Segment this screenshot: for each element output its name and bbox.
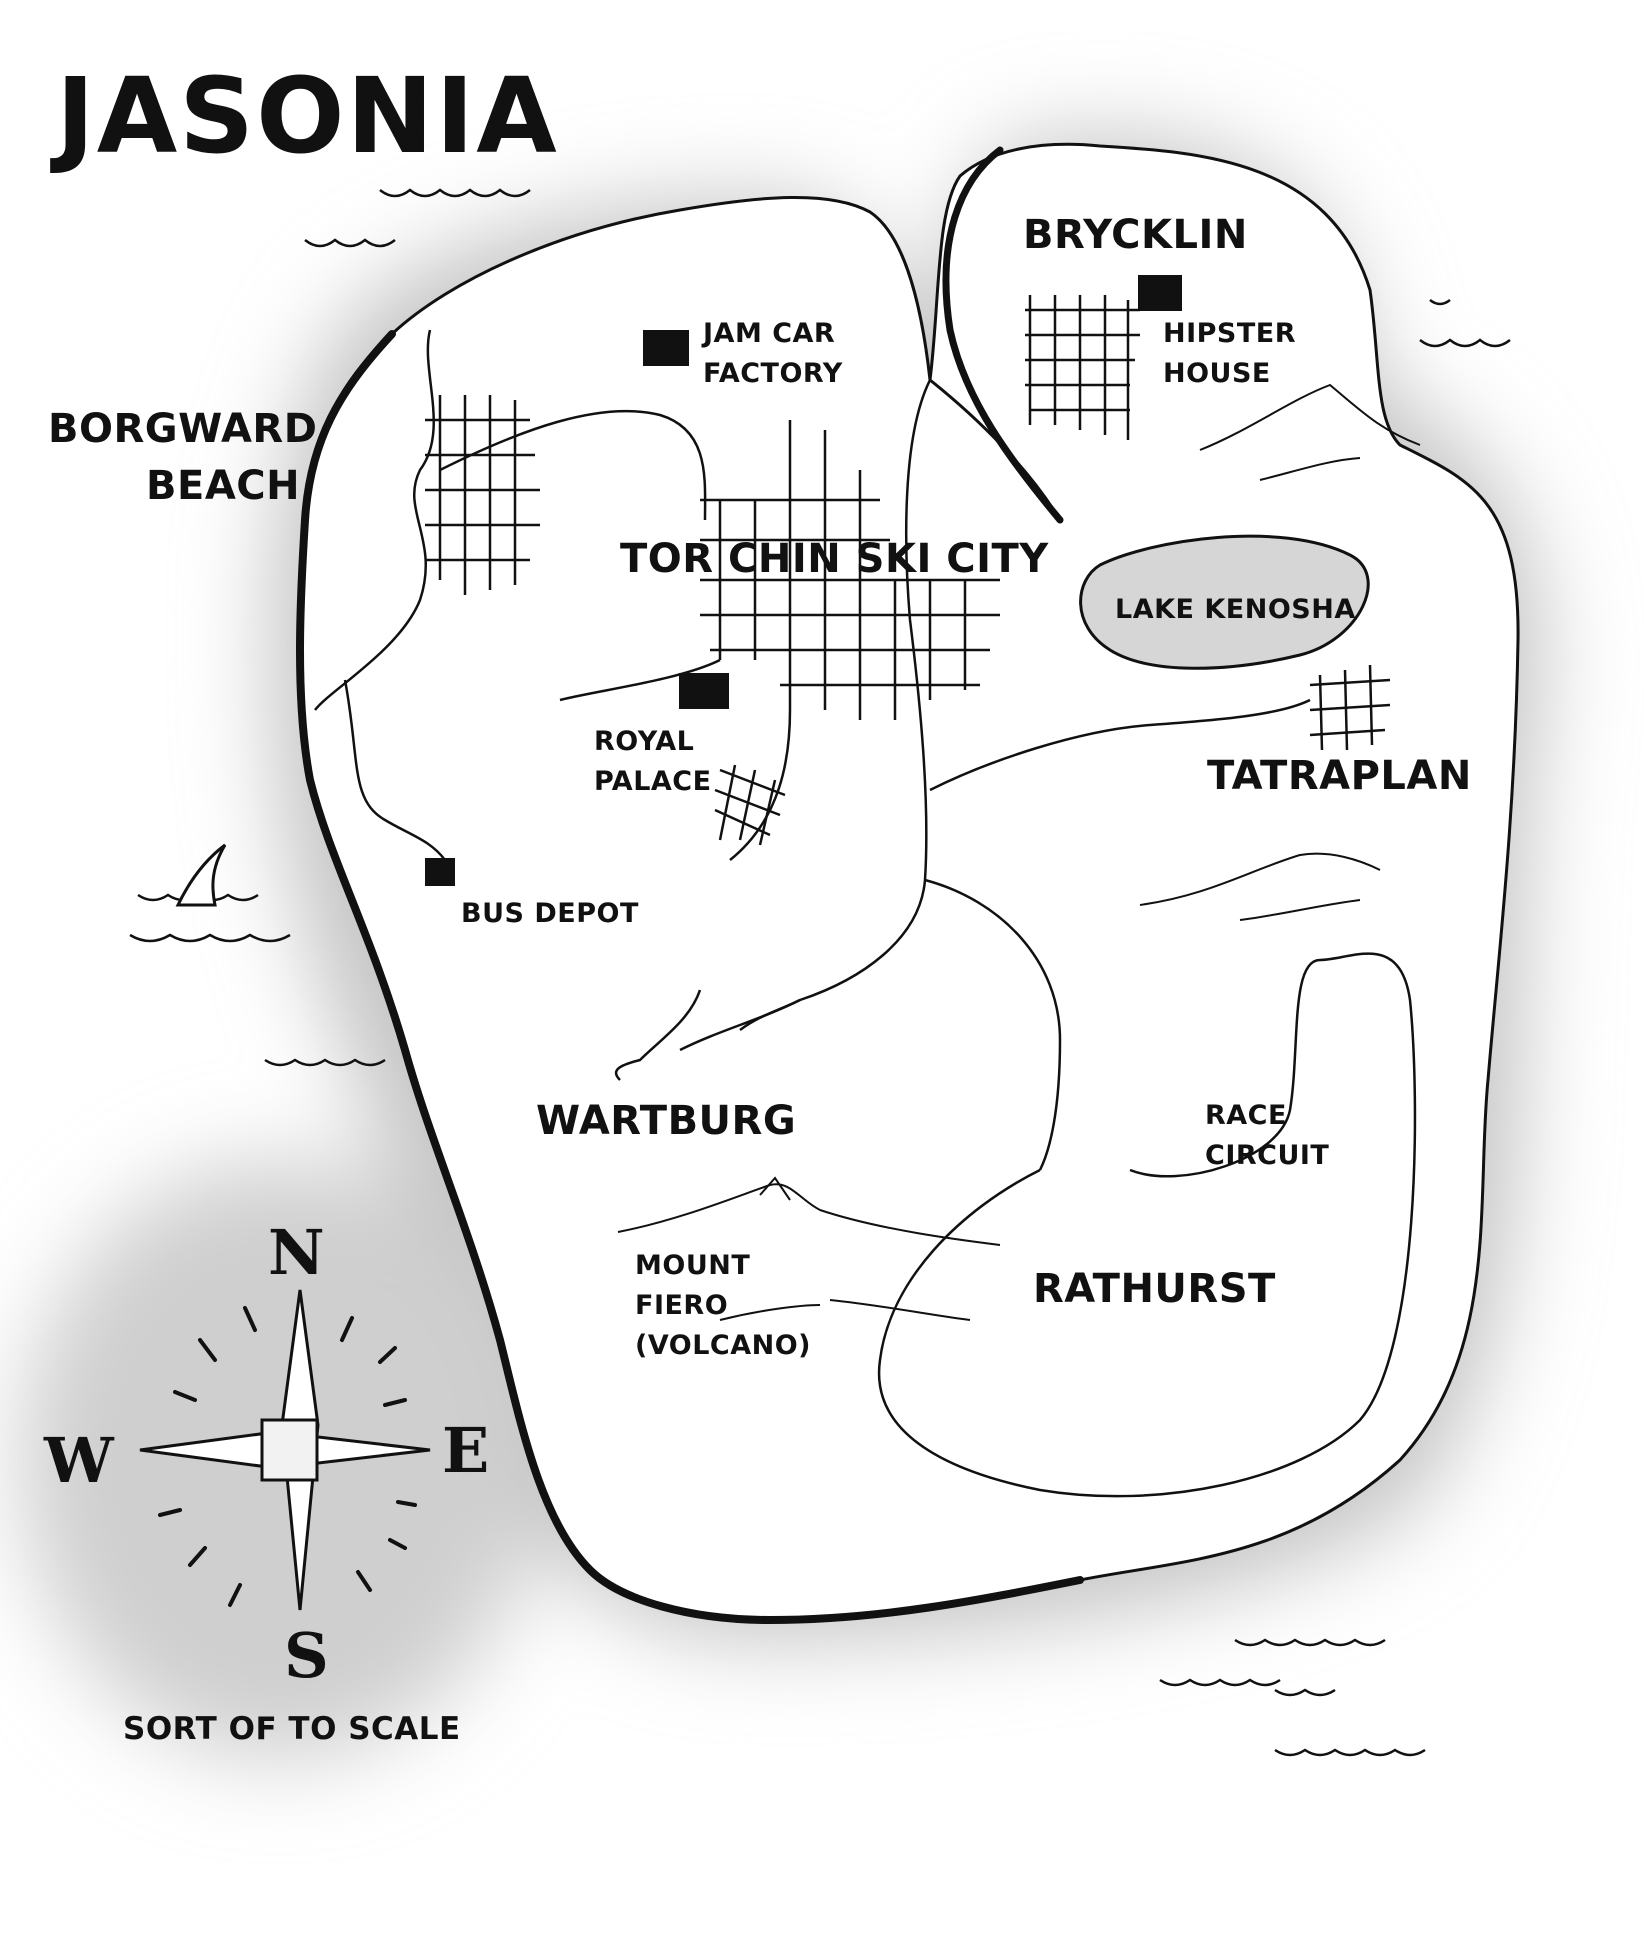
- west-coast-heavy: [296, 330, 1084, 1625]
- map-title: JASONIA: [56, 55, 559, 177]
- region-tatraplan: TATRAPLAN: [1207, 753, 1472, 799]
- place-race-circuit-line2: CIRCUIT: [1205, 1140, 1330, 1171]
- region-rathurst: RATHURST: [1033, 1266, 1276, 1312]
- region-tor-chin-ski-city: TOR CHIN SKI CITY: [620, 536, 1049, 582]
- place-royal-palace-line2: PALACE: [594, 766, 712, 797]
- city-grid-tatraplan: [1309, 664, 1391, 751]
- place-hipster-house-line1: HIPSTER: [1163, 318, 1297, 349]
- region-brycklin: BRYCKLIN: [1023, 212, 1248, 258]
- place-bus-depot: BUS DEPOT: [461, 898, 639, 929]
- place-mount-fiero-line1: MOUNT: [635, 1250, 751, 1281]
- place-mount-fiero-line2: FIERO: [635, 1290, 729, 1321]
- lake-kenosha-shape: [1079, 534, 1370, 670]
- place-race-circuit-line1: RACE: [1205, 1100, 1287, 1131]
- compass-rose-icon: [139, 1289, 431, 1611]
- compass-east: E: [442, 1414, 490, 1487]
- compass-north: N: [268, 1216, 325, 1289]
- brycklin-coast-heavy: [942, 146, 1064, 524]
- compass-south: S: [284, 1619, 329, 1692]
- region-borgward-beach-line1: BORGWARD: [48, 406, 318, 452]
- city-grid-palace: [714, 764, 786, 846]
- city-grid-tor-chin: [700, 420, 1000, 720]
- region-borgward-beach-line2: BEACH: [146, 463, 301, 509]
- place-jam-car-factory-line2: FACTORY: [703, 358, 843, 389]
- building-icon: [425, 275, 1182, 886]
- sailboat-icon: [175, 843, 227, 907]
- place-lake-kenosha: LAKE KENOSHA: [1115, 594, 1356, 625]
- place-mount-fiero-line3: (VOLCANO): [635, 1330, 812, 1361]
- scale-note: SORT OF TO SCALE: [123, 1711, 461, 1747]
- place-jam-car-factory-line1: JAM CAR: [703, 318, 836, 349]
- place-royal-palace-line1: ROYAL: [594, 726, 695, 757]
- compass-west: W: [44, 1424, 114, 1497]
- brycklin-coast-inner: [929, 378, 1062, 521]
- mountain-icon: [617, 383, 1421, 1321]
- region-wartburg: WARTBURG: [536, 1098, 797, 1144]
- city-grid-west: [425, 395, 540, 595]
- roads: [314, 329, 1417, 1498]
- city-grid-brycklin: [1025, 295, 1140, 440]
- place-hipster-house-line2: HOUSE: [1163, 358, 1271, 389]
